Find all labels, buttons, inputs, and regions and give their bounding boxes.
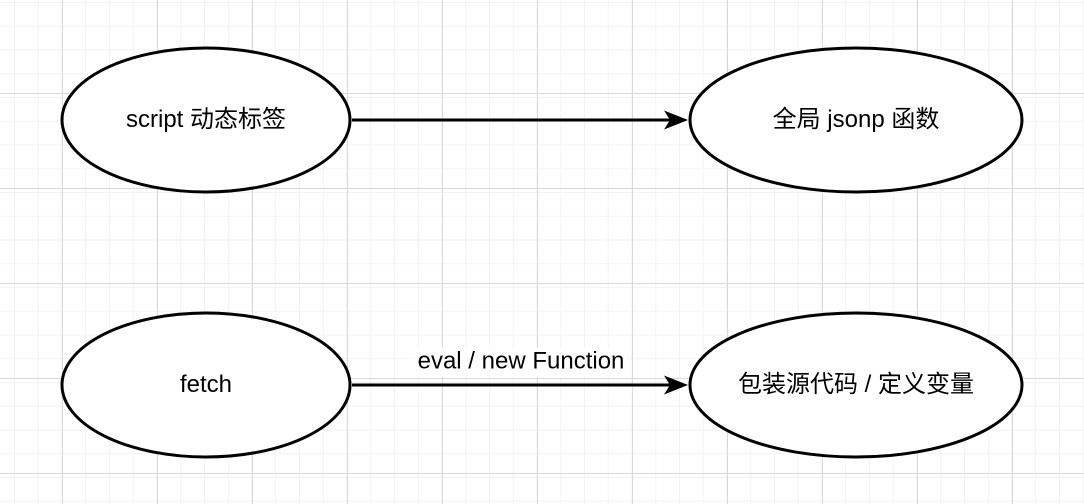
node-fetch-ellipse[interactable] (60, 311, 352, 459)
node-wrap-source-label[interactable]: 包装源代码 / 定义变量 (737, 371, 975, 398)
node-fetch-label[interactable]: fetch (179, 371, 233, 398)
node-wrap-source[interactable] (688, 311, 1024, 459)
node-fetch[interactable] (60, 311, 352, 459)
node-wrap-source-ellipse[interactable] (688, 311, 1024, 459)
node-script-tag-label[interactable]: script 动态标签 (125, 106, 287, 133)
node-jsonp-fn-label[interactable]: 全局 jsonp 函数 (772, 106, 940, 133)
arrowhead-icon (664, 110, 688, 130)
edge-fetch-to-wrap[interactable] (352, 375, 688, 395)
node-jsonp-fn-ellipse[interactable] (688, 46, 1024, 194)
node-jsonp-fn[interactable] (688, 46, 1024, 194)
arrowhead-icon (664, 375, 688, 395)
edge-fetch-to-wrap-label[interactable]: eval / new Function (413, 347, 629, 377)
edge-script-to-jsonp[interactable] (352, 110, 688, 130)
node-script-tag-ellipse[interactable] (60, 46, 352, 194)
node-script-tag[interactable] (60, 46, 352, 194)
